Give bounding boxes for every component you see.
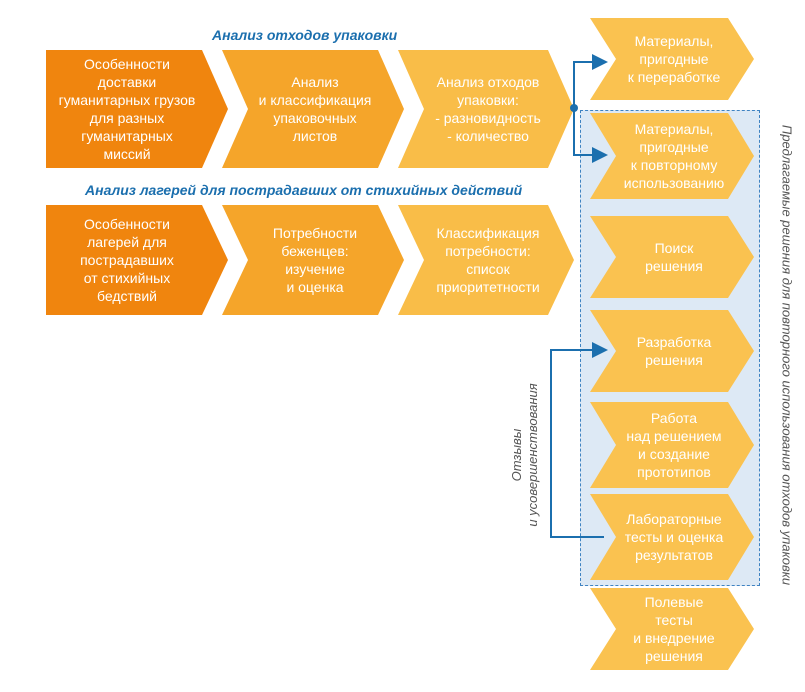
row2-step-camp-features: Особенности лагерей для пострадавших от … [46,205,228,315]
column-step-reusable-materials: Материалы, пригодные к повторному исполь… [590,113,754,199]
column-step-solution-development: Разработка решения [590,310,754,392]
column-step-field-tests: Полевые тесты и внедрение решения [590,588,754,670]
row2-step-needs-classification: Классификация потребности: список приори… [398,205,574,315]
row1-step-delivery-features: Особенности доставки гуманитарных грузов… [46,50,228,168]
row2-step-refugee-needs: Потребности беженцев: изучение и оценка [222,205,404,315]
column-step-lab-tests: Лабораторные тесты и оценка результатов [590,494,754,580]
column-step-recyclable-materials: Материалы, пригодные к переработке [590,18,754,100]
column-step-solution-search: Поиск решения [590,216,754,298]
column-step-prototyping: Работа над решением и создание прототипо… [590,402,754,488]
row1-step-waste-analysis: Анализ отходов упаковки: - разновидность… [398,50,574,168]
row1-step-packing-lists-analysis: Анализ и классификация упаковочных листо… [222,50,404,168]
packaging-analysis-heading: Анализ отходов упаковки [212,27,398,43]
camps-analysis-heading: Анализ лагерей для пострадавших от стихи… [85,182,523,198]
